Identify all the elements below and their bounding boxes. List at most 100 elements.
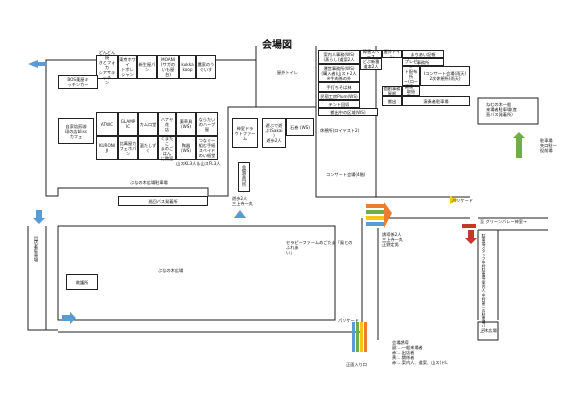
main-entrance-label: 正面入り口 (346, 362, 367, 367)
info-cell-o: 演奏者駐車場 (402, 96, 470, 106)
stall-top-0: どんどん焼 きとフォカ シアサキッチ ン (96, 49, 118, 85)
info-cell-m-label: 譲渡・取扱 室内 (404, 83, 418, 99)
vendor-cell: くまたこ まのごはん に教室 (158, 135, 176, 161)
info-cell-n: 搬出 (382, 96, 402, 106)
entrance-arrow-yellow (360, 322, 363, 352)
stall-top-5: 農家のう ぐいす (196, 55, 216, 79)
arcade-label-top: パソケード (452, 198, 473, 203)
info-cell-f: 屋外トイレ (382, 49, 402, 59)
first-aid-label: 救護所 (75, 279, 89, 285)
info-cell-a: 案内人事務(WS) (蒸らし)道案2人 (318, 50, 360, 64)
vendor-cell: GLAMP IC (118, 112, 138, 136)
right-parking-label: 駐車場 矢口駐一 役前場 (540, 138, 557, 153)
vendor-cell-label: ならたい のハーブ 屋 (198, 116, 216, 132)
plaza-label: ぶなの木広場 (158, 268, 184, 273)
yellow-arrow-right (450, 196, 458, 204)
vendor-cell-label: 薬草具 (WS) (179, 119, 193, 129)
info-cell-g-label: どぶ新番 道本2人 (362, 59, 380, 69)
rest-area-label: 休憩所(ロイヤスト2) (320, 128, 360, 133)
page-title: 会場図 (262, 40, 292, 51)
green-arrow-up-right (513, 132, 525, 158)
info-cell-l: 園創事務 屋根 (382, 86, 402, 96)
concert-label: コンサート会場(4階) (326, 172, 366, 177)
kids-label: 遊ぶで遊 ぶ(Sakai ) 遊歩2人 (265, 123, 283, 143)
guide-booth-box: 会場案内所 (238, 162, 250, 192)
info-cell-h: まちあい記帳 (402, 50, 444, 58)
info-cell-e: 障害スペース (360, 49, 382, 59)
guide-booth-label: 会場案内所 (241, 165, 246, 187)
arrow-stack-blue (366, 222, 384, 226)
bus-stop-box: 巡回バス発着所 (118, 196, 208, 206)
arrow-stack-green (366, 210, 384, 214)
red-arrow-body (462, 224, 476, 228)
vendor-cell-label: ハナヤ花 店 (160, 116, 174, 132)
stall-top-label: 農家のう ぐいす (197, 62, 215, 72)
vendor-cell-label: 比萬屋カ フェホパン (119, 140, 137, 156)
arrow-stack-orange (366, 204, 384, 208)
staff-vertical-label: 駐車場スタッフ中村駐車場 案内人:中村第二の駐車場バス (482, 234, 487, 332)
vendor-cell-label: つなぐ一 組む手紙 スペイド のい紙堂 (198, 138, 216, 158)
bos-kitchen-box: BOS薬屋キ ッチンカー (58, 75, 98, 89)
vendor-cell-label: 温たしず く (139, 143, 157, 153)
green-valley-label: 至 グリーンバレー神室→ (480, 219, 527, 224)
vendor-cell: 比萬屋カ フェホパン (118, 136, 138, 160)
info-cell-i: 事務所 (402, 58, 444, 66)
vendor-cell-label: くまたこ まのごはん に教室 (160, 135, 174, 161)
info-cell-k: Iコンサート会場(雨天) 2次休憩所(雨天) (420, 66, 470, 86)
vendor-cell-label: GLAMP IC (120, 119, 136, 129)
coffee-box: 自家焙煎珈 琲の店bliss カフェ (58, 118, 94, 144)
vendor-cell: カムロ堂 (138, 112, 158, 136)
info-cell-n-label: 搬出 (387, 98, 397, 104)
info-cell-h-label: まちあい記帳 (410, 51, 436, 57)
info-cell-o-label: 演奏者駐車場 (423, 98, 449, 104)
blue-arrow-bottom-left (62, 312, 76, 324)
info-cell-j-label: プレゼン ト配布所 ー(ロー スレール) (403, 59, 419, 94)
shrine-label: 神室ドラ ウトファー ム (234, 125, 256, 141)
entrance-arrow-orange (364, 322, 367, 352)
bos-kitchen-label: BOS薬屋キ ッチンカー (67, 77, 89, 87)
stall-top-label: kukka koop (181, 62, 194, 72)
vendor-cell-label: カムロ堂 (139, 121, 157, 127)
vendor-cell: ハナヤ花 店 (158, 112, 176, 136)
kids-box: 遊ぶで遊 ぶ(Sakai ) 遊歩2人 (262, 118, 286, 148)
info-cell-q-label: 搬出中の区域(WS) (330, 109, 366, 115)
stall-top-label: どんどん焼 きとフォカ シアサキッチ ン (98, 49, 116, 85)
stall-top-4: kukka koop (179, 55, 196, 79)
legend-label: 会場誘導 副:…一般来場者 赤:…出店者 黄:…関係者 赤:…案内人、道案、山ス… (392, 340, 448, 365)
blue-arrow-shrine (234, 210, 246, 218)
stall-top-3: MOANI (サガの いも屋 台) (157, 55, 179, 79)
vendor-cell: KURONI JI (96, 136, 118, 160)
vendor-parking-label: 出店者駐車場 (33, 236, 38, 262)
info-cell-k-label: Iコンサート会場(雨天) 2次休憩所(雨天) (423, 71, 467, 81)
info-cell-f-label: 屋外トイレ (383, 49, 401, 59)
guide-staff-label: 遊歩2人 三上寺一丸 (232, 196, 253, 206)
stall-top-2: 新生屋パ ン (137, 55, 157, 79)
vendor-cell: 温たしず く (138, 136, 158, 160)
bus-stop-label: 巡回バス発着所 (148, 198, 178, 204)
blue-arrow-left-corridor (33, 210, 45, 224)
garden-box: 石巻 (WS) (286, 118, 314, 136)
info-cell-b-label: 運営事務所(WS) (購入者)山スト2人 ※牛肉係の外 (321, 65, 357, 81)
arrow-stack-yellow (366, 216, 384, 220)
coffee-label: 自家焙煎珈 琲の店bliss カフェ (65, 123, 87, 139)
nemuno-parking-label: ねむの木一般 来場者駐車場(産 直バス発着所) (486, 102, 517, 117)
info-cell-p-label: テント回収 (328, 101, 350, 107)
stall-top-label: MOANI (サガの いも屋 台) (160, 57, 176, 77)
garden-label: 石巻 (WS) (290, 124, 310, 130)
arcade-label-bottom: パソケード (338, 318, 359, 323)
grid-footnote: 山スKL3人＆山スFL3人 (176, 161, 221, 166)
info-cell-b: 運営事務所(WS) (購入者)山スト2人 ※牛肉係の外 (318, 64, 360, 82)
info-cell-d-label: 民宿工房Plum(WS) (320, 93, 358, 99)
therapy-farm-label: セラピーファームめごたま「風とのふれあ い」 (286, 240, 353, 255)
info-cell-c-label: 手打ちそば林 (326, 84, 352, 90)
kamimuro-label: 上木広場 (480, 328, 497, 333)
info-cell-l-label: 園創事務 屋根 (383, 86, 401, 96)
vendor-cell-label: ATWC (100, 121, 114, 127)
funanoki-parking-label: ぶなの木広場駐車場 (130, 180, 168, 185)
info-cell-i-label: 事務所 (416, 59, 430, 65)
info-cell-q: 搬出中の区域(WS) (318, 108, 378, 116)
vendor-cell: ならたい のハーブ 屋 (196, 112, 218, 136)
vendor-cell-label: 陶器(WS) (180, 143, 192, 153)
first-aid-box: 救護所 (66, 274, 98, 290)
